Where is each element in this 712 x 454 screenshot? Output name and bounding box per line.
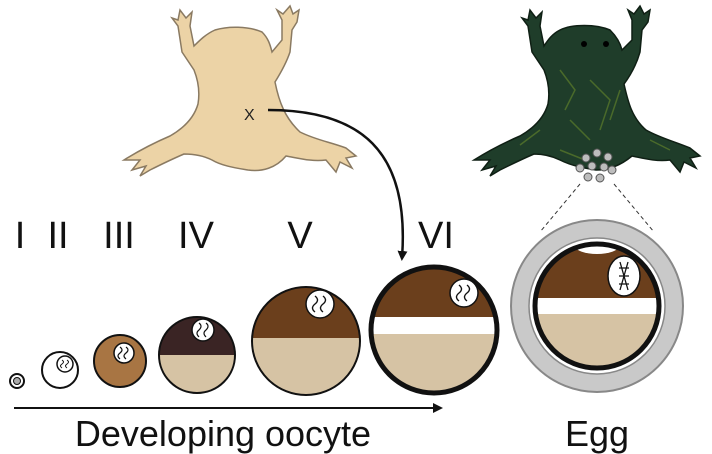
stage-label-vi: VI [418, 215, 454, 257]
oocyte-stage-iii [94, 335, 146, 387]
stage-label-iii: III [103, 215, 135, 257]
ovary-mark: X [244, 107, 255, 124]
egg-laying-frog-icon [474, 6, 700, 182]
caption-developing-oocyte: Developing oocyte [75, 413, 371, 454]
caption-egg: Egg [565, 413, 629, 454]
oocyte-stage-i [10, 374, 24, 388]
stage-label-i: I [15, 215, 26, 257]
donor-frog-icon: X [124, 6, 356, 176]
oocyte-stage-iv [155, 315, 245, 405]
oocyte-stage-vi [368, 264, 503, 399]
stage-label-iv: IV [178, 215, 215, 257]
oocyte-stage-v [250, 285, 365, 400]
stage-label-v: V [287, 215, 313, 257]
oocyte-stage-ii [42, 352, 78, 388]
stage-label-ii: II [47, 215, 68, 257]
egg [511, 220, 683, 392]
